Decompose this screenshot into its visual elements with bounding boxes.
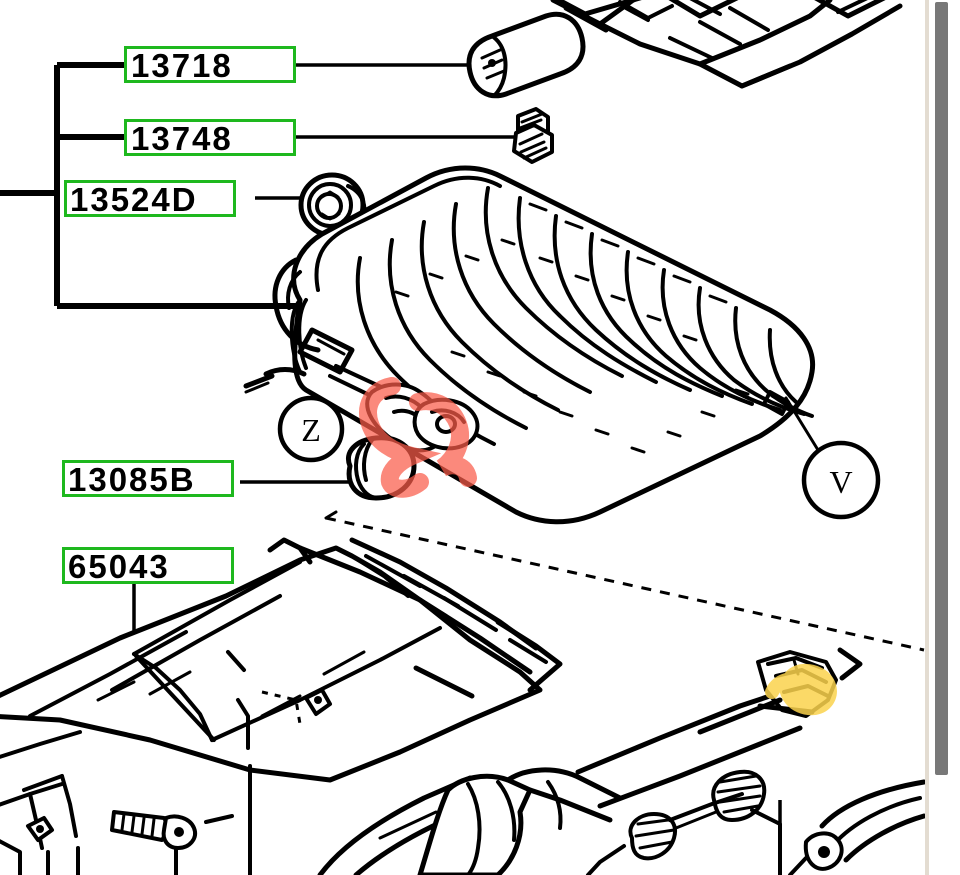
part-number-13718-text: 13718 <box>131 47 233 84</box>
rear-pipe-fragment <box>788 779 927 875</box>
hanger-springs-and-bolts <box>586 769 782 875</box>
part-13718-sensor <box>466 11 586 99</box>
page-outer-margin <box>955 0 960 875</box>
part-13748-bolt <box>512 107 554 164</box>
upper-heat-shield-part <box>550 0 903 89</box>
lower-shield-rear-ribs <box>267 537 563 699</box>
dash-leader-line <box>324 510 925 652</box>
part-number-13524d-text: 13524D <box>70 181 198 218</box>
callout-circle-v: V <box>784 396 881 520</box>
svg-text:V: V <box>829 464 852 500</box>
detection-box-13085b[interactable] <box>62 460 234 497</box>
vertical-scrollbar-thumb[interactable] <box>935 2 948 775</box>
part-number-65043-text: 65043 <box>68 548 170 585</box>
tailpipe-assembly <box>317 683 803 875</box>
detection-box-13748[interactable] <box>124 119 296 156</box>
part-number-13085b-text: 13085B <box>68 461 196 498</box>
detection-box-65043[interactable] <box>62 547 234 584</box>
detection-box-13524d[interactable] <box>64 180 236 217</box>
part-65043-heat-shield <box>0 545 543 875</box>
part-number-13748-text: 13748 <box>131 120 233 157</box>
page-right-edge <box>925 0 929 875</box>
svg-text:Z: Z <box>301 412 321 448</box>
yellow-highlight-mark <box>765 663 837 716</box>
callout-circle-z: Z <box>277 395 345 463</box>
leader-bracket-tree <box>0 62 300 309</box>
red-highlight-mark <box>359 377 477 498</box>
detection-box-13718[interactable] <box>124 46 296 83</box>
lower-left-bolt <box>110 764 252 875</box>
